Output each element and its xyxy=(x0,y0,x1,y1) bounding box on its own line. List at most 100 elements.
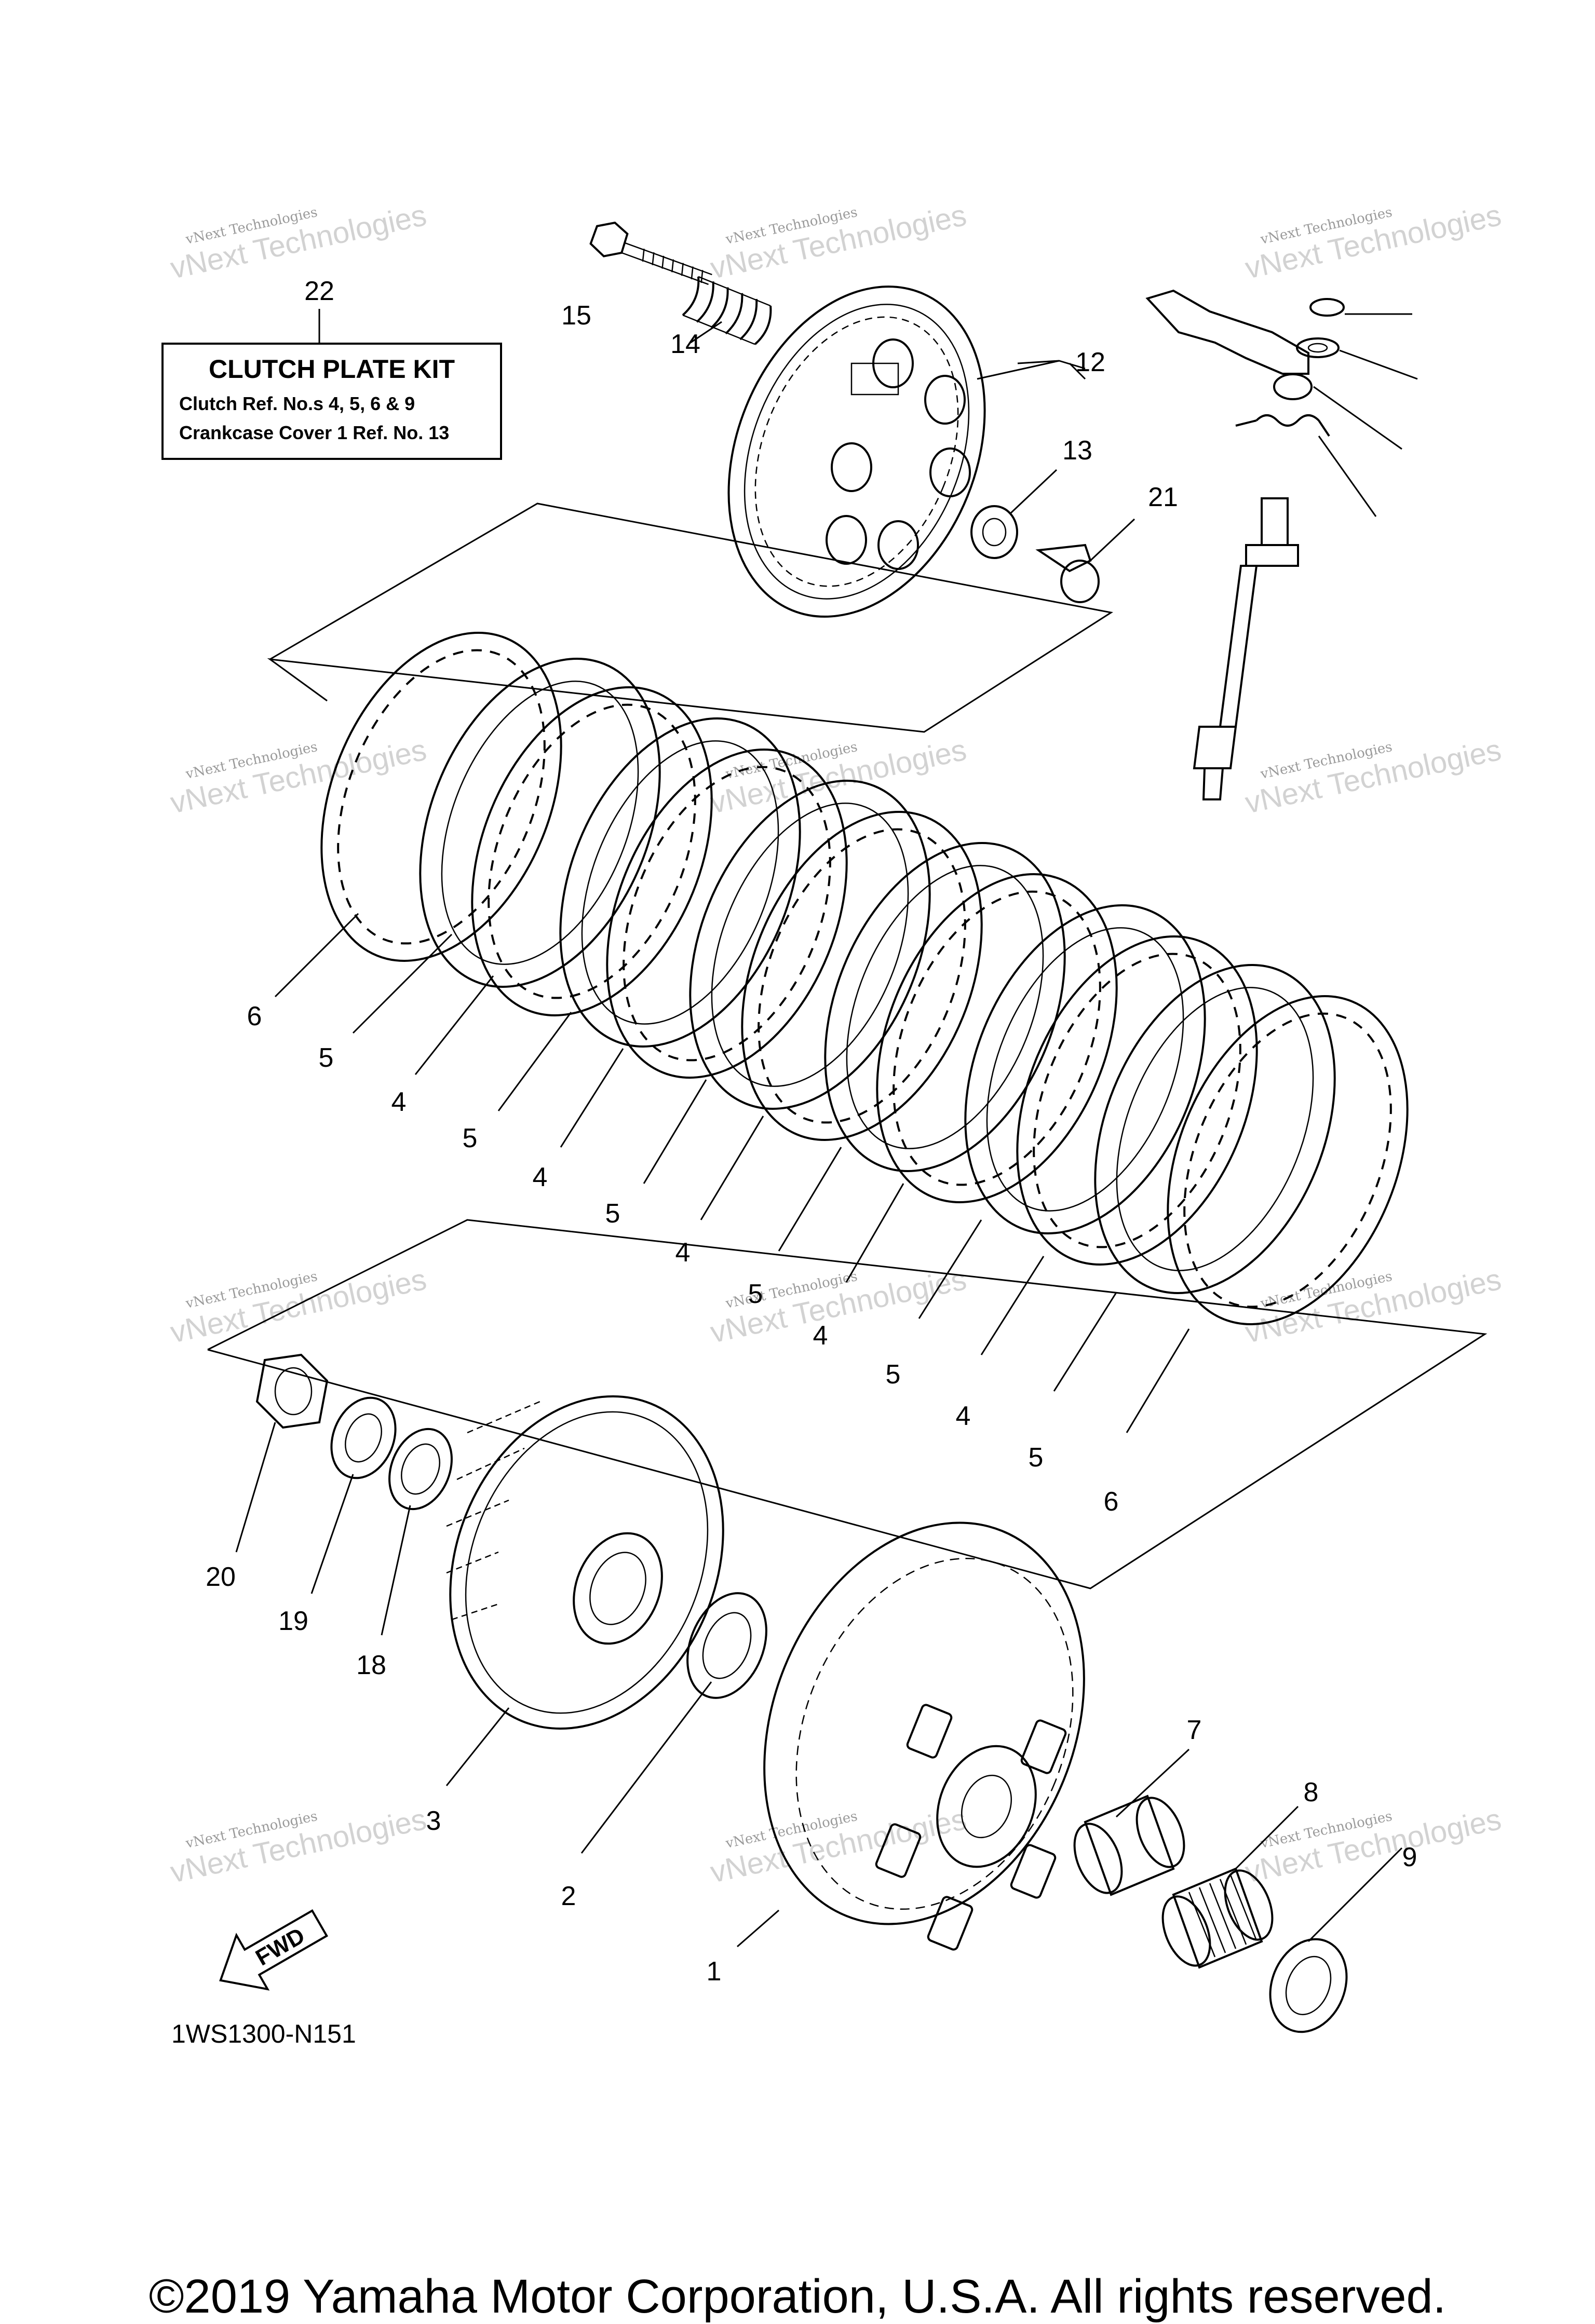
push-rod xyxy=(1035,518,1136,603)
lower-group-frame xyxy=(207,1219,1488,1589)
push-lever-assembly xyxy=(1145,289,1418,517)
watermark: vNext Technologies vNext Technologies xyxy=(168,733,429,820)
oil-seal xyxy=(1269,1938,1348,2033)
fwd-arrow: FWD xyxy=(219,1909,328,1991)
clutch-nut xyxy=(255,1353,329,1429)
shaft-spline-top xyxy=(1261,497,1289,546)
spring-coils xyxy=(682,276,772,345)
watermark: vNext Technologies vNext Technologies xyxy=(708,1802,969,1890)
callout-3: 3 xyxy=(426,1806,441,1836)
callout-9: 14 xyxy=(670,329,700,359)
pressure-plate-inner xyxy=(744,304,970,600)
steel-plate xyxy=(689,780,931,1110)
friction-plate xyxy=(1167,995,1409,1325)
friction-plate xyxy=(606,749,848,1079)
push-rod-end xyxy=(1060,560,1100,603)
callout-11: 7 xyxy=(1187,1715,1202,1745)
leader-line xyxy=(1089,518,1136,562)
callout-4: 4 xyxy=(813,1321,828,1351)
upper-group-frame xyxy=(267,502,1113,733)
watermark: vNext Technologies vNext Technologies xyxy=(708,198,969,286)
clutch-plate-kit-box: 22 CLUTCH PLATE KIT Clutch Ref. No.s 4, … xyxy=(161,276,502,460)
lock-washer xyxy=(330,1396,397,1479)
callout-14: 18 xyxy=(356,1650,386,1680)
diagram-code: 1WS1300-N151 xyxy=(171,2019,356,2048)
callout-7: 12 xyxy=(1075,347,1105,377)
watermark: vNext Technologies vNext Technologies xyxy=(168,1802,429,1890)
needle-bearing xyxy=(1161,1867,1274,1969)
clutch-spring-bolt xyxy=(589,221,712,285)
callout-5: 5 xyxy=(319,1043,334,1073)
leader-line xyxy=(1339,349,1418,380)
clutch-spring xyxy=(682,276,772,345)
washer xyxy=(1296,337,1340,358)
boss xyxy=(831,442,872,492)
thrust-washer xyxy=(686,1592,767,1699)
washer xyxy=(388,1428,453,1511)
watermark: vNext Technologies vNext Technologies xyxy=(1242,733,1504,820)
bolt-head xyxy=(589,221,629,257)
watermark: vNext Technologies vNext Technologies xyxy=(1242,1802,1504,1890)
shaft-spline-bottom xyxy=(1193,726,1237,769)
shaft-body xyxy=(1219,565,1258,728)
bearing-outer xyxy=(970,505,1018,559)
clutch-housing xyxy=(763,1521,1085,1951)
kit-line-2: Crankcase Cover 1 Ref. No. 13 xyxy=(179,422,449,443)
kit-line-1: Clutch Ref. No.s 4, 5, 6 & 9 xyxy=(179,393,415,414)
steel-plate xyxy=(964,904,1206,1234)
callout-2: 2 xyxy=(561,1881,576,1911)
clutch-boss xyxy=(446,1395,724,1730)
friction-plate xyxy=(1016,935,1258,1266)
bolt-thread xyxy=(642,249,704,283)
push-lever-shaft xyxy=(1193,497,1299,800)
callout-6: 6 xyxy=(1104,1487,1119,1517)
leader-line xyxy=(1017,360,1060,364)
leader-lines xyxy=(235,321,1403,1948)
leader-line xyxy=(977,360,1086,380)
copyright-notice: ©2019 Yamaha Motor Corporation, U.S.A. A… xyxy=(148,2270,1447,2323)
steel-plate xyxy=(419,658,661,988)
steel-plate xyxy=(559,717,801,1048)
leader-line xyxy=(1313,386,1402,450)
watermark: vNext Technologies vNext Technologies xyxy=(1242,1262,1504,1350)
boss-web xyxy=(850,362,899,396)
callout-22: 22 xyxy=(304,276,334,306)
callout-5: 5 xyxy=(748,1279,763,1309)
lever-boss xyxy=(1273,373,1313,400)
bearing-inner xyxy=(982,518,1007,547)
kit-box-frame xyxy=(161,343,502,460)
pressure-plate-teeth xyxy=(754,316,959,587)
callout-10: 15 xyxy=(561,301,591,331)
clutch-plate-stack xyxy=(320,632,1409,1325)
steel-plate xyxy=(824,842,1066,1172)
shaft-collar xyxy=(1245,544,1299,567)
leader-line xyxy=(1009,469,1058,515)
bolt-shank xyxy=(620,242,712,285)
watermark: vNext Technologies vNext Technologies xyxy=(1242,198,1504,286)
callout-15: 19 xyxy=(278,1606,308,1636)
spring-outline xyxy=(682,276,771,345)
callout-5: 5 xyxy=(463,1123,478,1153)
callout-13: 9 xyxy=(1402,1842,1417,1872)
boss xyxy=(877,520,919,570)
washer-hole xyxy=(1307,343,1328,353)
leader-line xyxy=(1318,436,1377,517)
pressure-plate xyxy=(727,286,1086,618)
collar xyxy=(1073,1795,1185,1896)
callout-16: 20 xyxy=(206,1562,236,1592)
friction-plate xyxy=(320,632,562,962)
callout-6: 6 xyxy=(247,1001,262,1031)
friction-plate xyxy=(876,873,1118,1203)
leader-line xyxy=(1069,362,1086,380)
steel-plate xyxy=(1094,964,1336,1294)
friction-plate xyxy=(741,811,983,1141)
kit-title: CLUTCH PLATE KIT xyxy=(209,355,455,384)
callout-4: 4 xyxy=(675,1238,691,1268)
shaft-end xyxy=(1202,767,1224,800)
lever-spring xyxy=(1255,414,1320,427)
circlip xyxy=(1309,298,1345,317)
push-lever xyxy=(1145,289,1309,375)
callout-4: 4 xyxy=(956,1401,971,1431)
callout-4: 4 xyxy=(391,1087,407,1117)
